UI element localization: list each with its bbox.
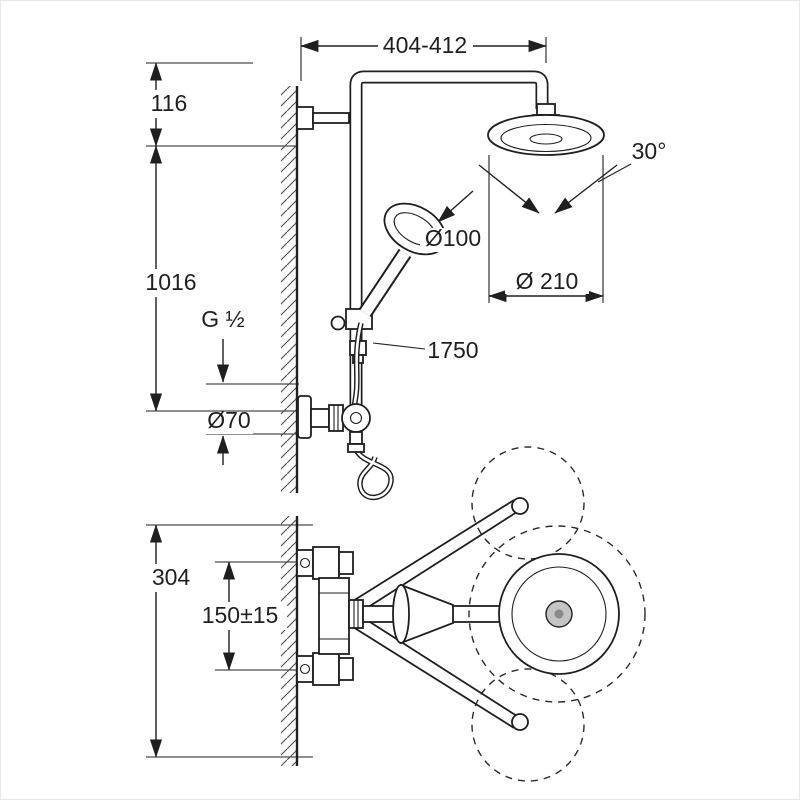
head-shower-hub — [529, 133, 563, 145]
wall-union-valve — [297, 395, 371, 453]
escutcheon-top — [296, 549, 314, 577]
supply-nipple — [310, 408, 330, 428]
dim-head-tilt: 30° — [632, 138, 667, 164]
leader-hose-length — [372, 342, 426, 350]
head-shower-face — [487, 114, 605, 156]
dim-hose-length: 1750 — [427, 337, 478, 363]
outlet-nut — [348, 599, 364, 629]
head-shower-plan — [498, 553, 620, 675]
head-swivel-circle — [468, 525, 646, 703]
dim-top-width: 404-412 — [383, 32, 467, 58]
dim-hand-shower-diameter: Ø100 — [425, 225, 481, 251]
shower-hose — [349, 322, 394, 501]
arm-end-down — [511, 713, 529, 731]
wall-bracket — [296, 106, 350, 130]
handle-volume — [312, 652, 340, 686]
arm-end-up — [511, 497, 529, 515]
dim-supply-centers: 150±15 — [202, 602, 279, 628]
valve-body — [341, 403, 371, 433]
swivel-range-circle-down — [471, 668, 585, 782]
dim-head-diameter: Ø 210 — [516, 268, 579, 294]
holder-knob — [330, 315, 346, 331]
leader-tilt-angle — [597, 163, 632, 183]
head-shower-ring — [500, 123, 592, 153]
tilt-arrow-left — [478, 164, 540, 214]
hand-shower — [358, 202, 447, 318]
mixer-body — [318, 577, 350, 655]
union-nut — [328, 404, 344, 432]
dimension-texts: 404-412 116 1016 30° Ø100 Ø 210 G ½ 1750… — [139, 32, 666, 630]
shower-rail — [349, 70, 549, 426]
plan-view — [281, 446, 646, 782]
escutcheon — [297, 395, 312, 439]
leader-hand-shower-diameter — [437, 190, 474, 223]
head-shower-ball-joint — [536, 103, 556, 116]
dim-thread-size: G ½ — [201, 306, 244, 332]
elevation-view — [281, 70, 605, 501]
dim-pipe-height: 1016 — [145, 269, 196, 295]
escutcheon-bottom — [296, 655, 314, 683]
dim-lower-height: 304 — [152, 564, 191, 590]
swivel-range-circle-up — [471, 446, 585, 560]
hand-shower-plan — [392, 583, 454, 645]
tilt-arrow-right — [554, 164, 618, 214]
swivel-arm-positions — [352, 446, 585, 782]
thermostat-mixer — [296, 546, 364, 686]
dim-escutcheon-diameter: Ø70 — [207, 407, 250, 433]
valve-outlet — [349, 431, 363, 445]
head-shower — [487, 103, 605, 156]
head-hub-center — [554, 609, 564, 619]
wall-hatch-upper — [281, 86, 297, 493]
wall-hatch-lower — [281, 516, 297, 766]
handle-temperature — [312, 546, 340, 580]
dim-arm-offset: 116 — [151, 90, 188, 116]
